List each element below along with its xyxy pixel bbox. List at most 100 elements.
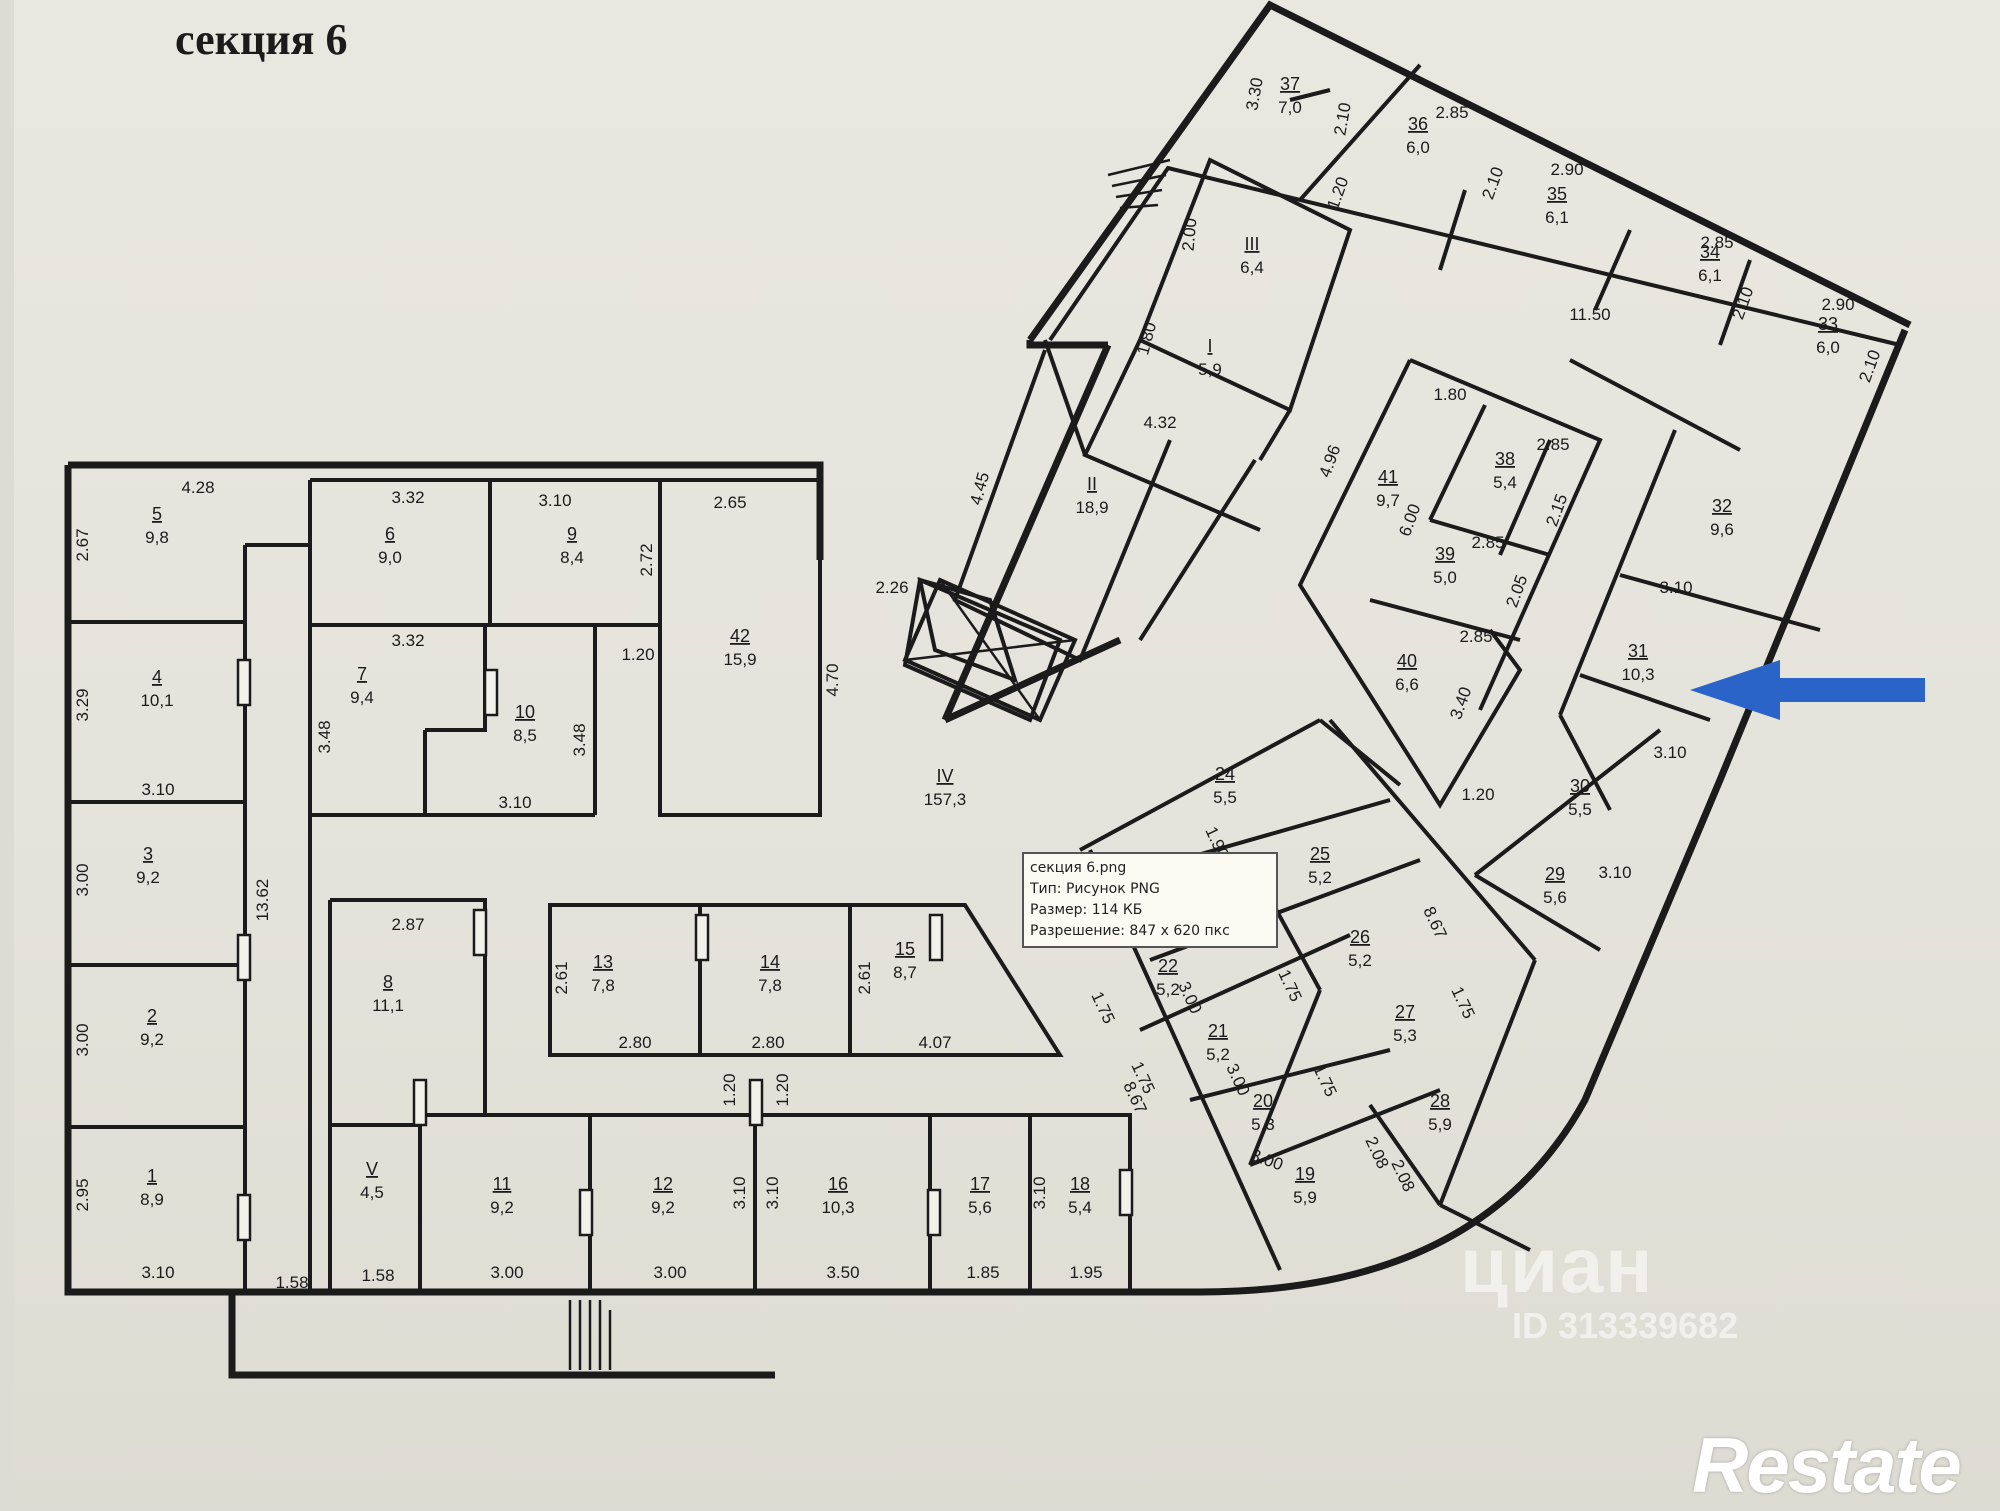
dimension-label: 3.10: [763, 1176, 782, 1209]
dimension-label: 4.28: [181, 478, 214, 497]
room-area: 5,2: [1308, 868, 1332, 887]
dimension-label: 3.32: [391, 488, 424, 507]
dimension-label: 3.00: [73, 1023, 92, 1056]
dimension-label: 2.85: [1700, 233, 1733, 252]
room-number: 19: [1295, 1164, 1315, 1184]
room-area: 5,2: [1348, 951, 1372, 970]
dimension-label: 2.10: [1330, 101, 1354, 137]
room-number: 26: [1350, 927, 1370, 947]
dimension-label: 2.80: [618, 1033, 651, 1052]
dimension-label: 2.10: [1478, 164, 1507, 202]
room-number: 25: [1310, 844, 1330, 864]
room-area: 10,3: [821, 1198, 854, 1217]
dimension-label: 4.07: [918, 1033, 951, 1052]
room-area: 5,6: [968, 1198, 992, 1217]
dimension-label: 2.72: [637, 543, 656, 576]
room-area: 5,3: [1393, 1026, 1417, 1045]
dimension-label: 3.40: [1446, 684, 1475, 722]
room-number: III: [1244, 234, 1259, 254]
room-labels: 5 9,8 6 9,0 9 8,4 42 15,9 4 10,1 7 9,4 1…: [136, 74, 1840, 1217]
dimension-label: 3.00: [1248, 1145, 1286, 1174]
room-area: 18,9: [1075, 498, 1108, 517]
dimension-label: 1.20: [1461, 785, 1494, 804]
cian-listing-id: ID 313339682: [1512, 1305, 1739, 1346]
tooltip-resolution: Разрешение: 847 x 620 пкс: [1030, 923, 1230, 939]
room-area: 9,0: [378, 548, 402, 567]
pointer-arrow: [1690, 660, 1925, 720]
room-number: I: [1207, 336, 1212, 356]
dimension-label: 3.10: [538, 491, 571, 510]
dimension-label: 4.96: [1315, 442, 1344, 480]
dimension-label: 3.00: [1222, 1061, 1253, 1099]
room-area: 9,2: [136, 868, 160, 887]
dimension-label: 3.00: [490, 1263, 523, 1282]
dimension-label: 3.10: [141, 780, 174, 799]
dimension-label: 3.10: [498, 793, 531, 812]
room-area: 9,2: [140, 1030, 164, 1049]
dimension-label: 3.00: [653, 1263, 686, 1282]
stairs: [568, 158, 1171, 1370]
room-area: 157,3: [924, 790, 967, 809]
room-number: 34: [1700, 242, 1720, 262]
dimension-label: 1.80: [1133, 320, 1160, 357]
dimension-label: 3.10: [141, 1263, 174, 1282]
room-area: 5,4: [1493, 473, 1517, 492]
dimension-label: 13.62: [253, 879, 272, 922]
room-number: 36: [1408, 114, 1428, 134]
doors: [236, 658, 1134, 1242]
dimension-label: 2.67: [73, 528, 92, 561]
room-area: 7,8: [591, 976, 615, 995]
room-area: 8,5: [513, 726, 537, 745]
room-number: 5: [152, 504, 162, 524]
room-area: 9,8: [145, 528, 169, 547]
dimension-label: 1.75: [1309, 1062, 1340, 1100]
room-number: 13: [593, 952, 613, 972]
dimension-label: 1.58: [361, 1266, 394, 1285]
room-area: 15,9: [723, 650, 756, 669]
room-area: 9,4: [350, 688, 374, 707]
room-area: 9,2: [651, 1198, 675, 1217]
room-area: 5,2: [1156, 980, 1180, 999]
outer-wall-stair-bottom: [228, 1292, 775, 1379]
dimension-label: 2.61: [552, 961, 571, 994]
dimension-label: 1.75: [1087, 989, 1118, 1027]
inner-walls-left: [68, 478, 1132, 1292]
room-number: 4: [152, 667, 162, 687]
dimension-label: 3.48: [570, 723, 589, 756]
dimension-label: 2.10: [1855, 347, 1884, 385]
room-number: 11: [493, 1174, 512, 1194]
room-number: 42: [730, 626, 750, 646]
dimension-label: 2.65: [713, 493, 746, 512]
dimension-label: 3.00: [73, 863, 92, 896]
room-area: 9,6: [1710, 520, 1734, 539]
room-number: 1: [147, 1166, 157, 1186]
room-number: 40: [1397, 651, 1417, 671]
file-info-tooltip: секция 6.png Тип: Рисунок PNG Размер: 11…: [1022, 852, 1278, 948]
room-area: 8,9: [140, 1190, 164, 1209]
room-number: 18: [1070, 1174, 1090, 1194]
room-area: 9,2: [490, 1198, 514, 1217]
inner-wall-north-inner: [1048, 165, 1901, 347]
dimension-label: 1.58: [275, 1273, 308, 1292]
room-area: 5,9: [1293, 1188, 1317, 1207]
dimension-label: 1.75: [1447, 984, 1478, 1022]
room-area: 7,0: [1278, 98, 1302, 117]
room-area: 5,2: [1206, 1045, 1230, 1064]
inner-walls-north: [902, 63, 1821, 1271]
dimension-label: 3.30: [1242, 76, 1266, 112]
room-area: 11,1: [372, 996, 404, 1015]
room-number: 38: [1495, 449, 1515, 469]
room-number: 16: [828, 1174, 848, 1194]
elevator-shaft: [902, 577, 1078, 723]
room-area: 6,0: [1816, 338, 1840, 357]
tooltip-filename: секция 6.png: [1030, 860, 1127, 876]
dimension-label: 1.20: [720, 1073, 739, 1106]
dimension-label: 3.10: [1598, 863, 1631, 882]
tooltip-size: Размер: 114 КБ: [1030, 902, 1143, 918]
room-number: 2: [147, 1006, 157, 1026]
dimension-label: 2.26: [875, 578, 908, 597]
dimension-label: 3.10: [730, 1176, 749, 1209]
room-number: 24: [1215, 764, 1235, 784]
room-number: 20: [1253, 1091, 1273, 1111]
